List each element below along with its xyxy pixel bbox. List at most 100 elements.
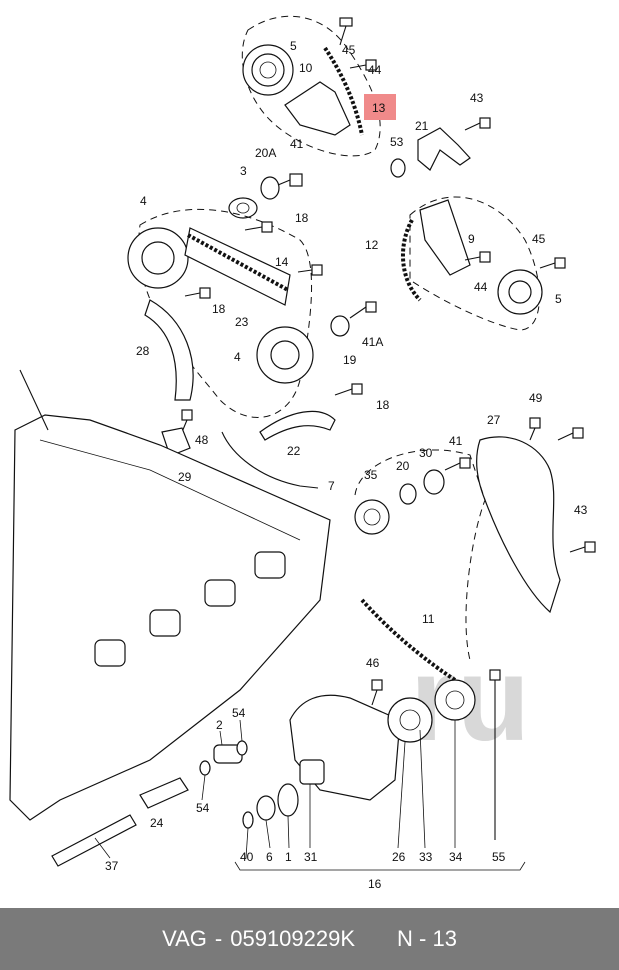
label-54-upper: 54 <box>232 706 246 720</box>
label-46: 46 <box>366 656 380 670</box>
shaft-31 <box>299 759 325 785</box>
timing-chain-12 <box>401 219 422 302</box>
label-2: 2 <box>216 718 223 732</box>
spacer-30 <box>423 469 445 495</box>
label-35: 35 <box>364 468 378 482</box>
timing-chain-left <box>187 233 289 292</box>
o-ring-1 <box>277 783 299 817</box>
label-28: 28 <box>136 344 150 358</box>
camshaft-sprocket-top <box>242 44 294 96</box>
label-10: 10 <box>299 61 313 75</box>
label-5-top: 5 <box>290 39 297 53</box>
label-31: 31 <box>304 850 318 864</box>
label-4-upper: 4 <box>140 194 147 208</box>
lower-chain-outline <box>354 449 486 661</box>
label-48: 48 <box>195 433 209 447</box>
chain-guide-22 <box>259 410 336 441</box>
exploded-parts-diagram: ru <box>9 15 596 891</box>
rod-37 <box>51 814 137 867</box>
label-30: 30 <box>419 446 433 460</box>
label-29: 29 <box>178 470 192 484</box>
chain-tensioner-top <box>284 81 351 136</box>
tensioner-rail-28 <box>144 299 194 401</box>
label-1: 1 <box>285 850 292 864</box>
label-18-upper: 18 <box>295 211 309 225</box>
valve-cover-ports <box>94 551 286 667</box>
label-41-right: 41 <box>449 434 463 448</box>
cylinder-head-leader <box>19 369 49 431</box>
label-18-middle: 18 <box>212 302 226 316</box>
label-49: 49 <box>529 391 543 405</box>
label-53: 53 <box>390 135 404 149</box>
bolt-55 <box>489 669 501 840</box>
label-44-right: 44 <box>474 280 488 294</box>
label-5-right: 5 <box>555 292 562 306</box>
label-21: 21 <box>415 119 429 133</box>
label-11: 11 <box>422 612 435 626</box>
label-44-top: 44 <box>368 63 382 77</box>
bolt-41-left <box>277 173 303 187</box>
sprocket-4-upper <box>127 227 189 289</box>
label-18-lower: 18 <box>376 398 390 412</box>
gasket-7 <box>221 431 319 489</box>
label-27: 27 <box>487 413 501 427</box>
label-19: 19 <box>343 353 357 367</box>
washer-20a <box>260 176 280 200</box>
footer-part-number: 059109229K <box>230 926 356 951</box>
footer-separator: - <box>214 926 223 951</box>
sprocket-hub-3 <box>228 197 258 219</box>
highlight-box-13 <box>364 94 396 120</box>
bolt-43-top <box>464 117 491 131</box>
leader-lines <box>94 719 456 859</box>
label-37: 37 <box>105 859 119 873</box>
label-6: 6 <box>266 850 273 864</box>
camshaft-assembly-outline <box>241 15 381 157</box>
bolt-44-right <box>464 251 491 263</box>
label-13: 13 <box>372 101 386 115</box>
footer-page-ref: N - 13 <box>397 926 457 951</box>
bolt-43-right <box>557 427 596 553</box>
label-4-lower: 4 <box>234 350 241 364</box>
sprocket-5-right <box>497 269 543 315</box>
spring-24 <box>139 777 189 809</box>
label-41-left: 41 <box>290 137 304 151</box>
label-45-top: 45 <box>342 43 356 57</box>
bolt-18-upper <box>244 221 323 276</box>
bracket-21 <box>417 127 471 171</box>
bolt-41-right <box>444 457 471 471</box>
bolt-46 <box>371 679 383 706</box>
chain-tensioner-9 <box>419 199 471 276</box>
cover-27 <box>476 436 561 614</box>
group-bracket-16 <box>234 861 526 871</box>
label-26: 26 <box>392 850 406 864</box>
label-33: 33 <box>419 850 433 864</box>
bolt-41a <box>330 301 377 337</box>
sprocket-35 <box>354 499 390 535</box>
timing-chain-11 <box>360 598 457 682</box>
label-24: 24 <box>150 816 164 830</box>
label-20a: 20A <box>255 146 276 160</box>
sprocket-4-lower <box>256 326 314 384</box>
bolt-49 <box>529 417 541 441</box>
gear-34 <box>434 679 476 721</box>
o-ring-54-lower <box>199 760 211 776</box>
gear-26 <box>387 697 433 743</box>
label-34: 34 <box>449 850 463 864</box>
label-12: 12 <box>365 238 379 252</box>
bolt-48 <box>181 409 193 433</box>
label-9: 9 <box>468 232 475 246</box>
footer-brand: VAG <box>162 926 207 951</box>
bolt-18-middle <box>184 287 211 299</box>
o-ring-53 <box>390 158 406 178</box>
label-20: 20 <box>396 459 410 473</box>
label-43-top: 43 <box>470 91 484 105</box>
footer-bar: VAG - 059109229K N - 13 <box>0 908 619 970</box>
label-23: 23 <box>235 315 249 329</box>
circlip-40 <box>242 811 254 829</box>
label-55: 55 <box>492 850 506 864</box>
cylinder-head-edge <box>39 439 301 541</box>
bolt-18-lower <box>334 383 363 396</box>
label-43-right: 43 <box>574 503 588 517</box>
label-22: 22 <box>287 444 301 458</box>
washer-6 <box>256 795 276 821</box>
